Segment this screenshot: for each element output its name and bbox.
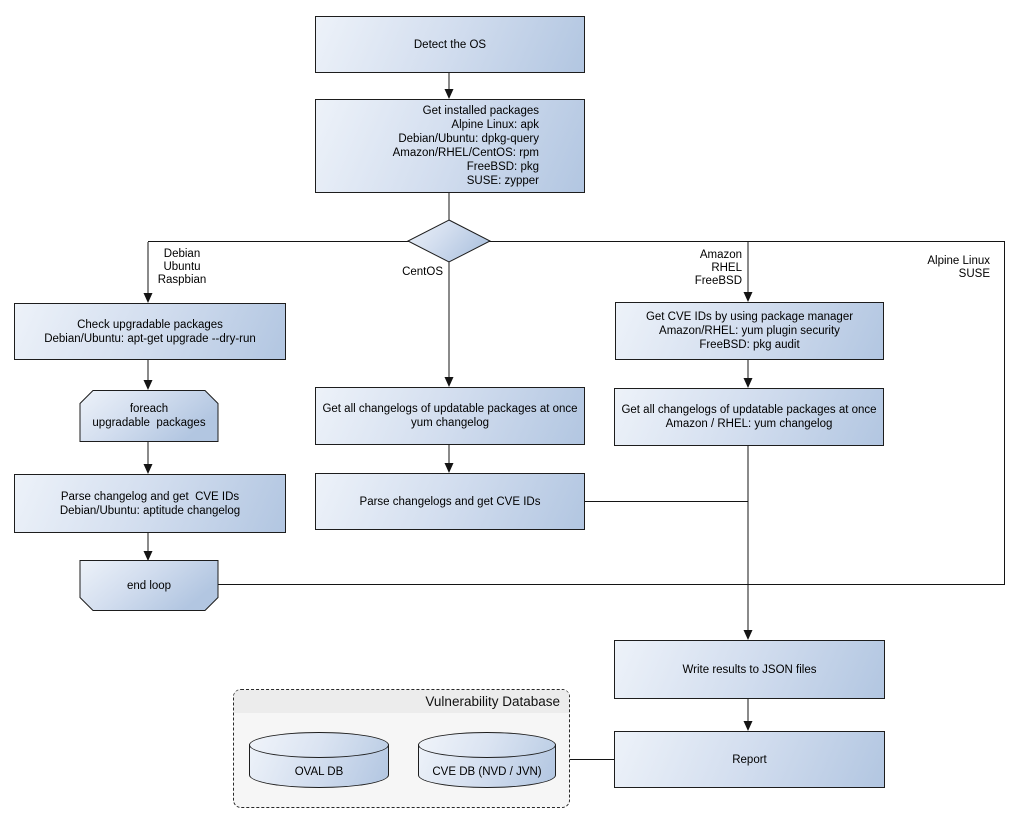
node-parse-changelog-deb-label: Parse changelog and get CVE IDs Debian/U… — [59, 490, 241, 517]
node-get-changelogs-centos-label: Get all changelogs of updatable packages… — [322, 403, 578, 429]
node-write-json: Write results to JSON files — [614, 640, 885, 699]
node-report: Report — [614, 731, 885, 788]
edge-label-amazon-branch: Amazon RHEL FreeBSD — [694, 249, 742, 287]
node-get-installed-packages-label: Get installed packages Alpine Linux: apk… — [392, 105, 539, 187]
node-parse-changelog-deb: Parse changelog and get CVE IDs Debian/U… — [14, 474, 286, 533]
node-check-upgradable: Check upgradable packages Debian/Ubuntu:… — [14, 303, 286, 360]
node-get-changelogs-centos: Get all changelogs of updatable packages… — [315, 387, 585, 445]
node-get-cve-ids-pkg-mgr: Get CVE IDs by using package manager Ama… — [615, 302, 884, 360]
edge-label-alpine-branch: Alpine Linux SUSE — [927, 255, 990, 280]
cve-db-cylinder: CVE DB (NVD / JVN) — [418, 732, 556, 788]
node-get-changelogs-amazon-label: Get all changelogs of updatable packages… — [621, 404, 877, 430]
node-detect-os: Detect the OS — [315, 16, 585, 73]
node-foreach-loop: foreach upgradable packages — [80, 391, 218, 441]
loop-start-shape — [79, 390, 219, 442]
cve-db-cylinder-top — [418, 732, 556, 758]
node-write-json-label: Write results to JSON files — [682, 663, 817, 676]
node-report-label: Report — [732, 753, 767, 766]
oval-db-cylinder-top — [249, 732, 389, 758]
node-get-installed-packages: Get installed packages Alpine Linux: apk… — [315, 99, 585, 193]
node-end-loop-label: end loop — [126, 579, 172, 592]
vulnerability-database-panel: Vulnerability Database OVAL DB CVE DB (N… — [233, 689, 570, 808]
node-foreach-loop-label: foreach upgradable packages — [92, 403, 206, 429]
edge-label-debian-branch: Debian Ubuntu Raspbian — [157, 248, 207, 286]
node-parse-changelogs-centos-label: Parse changelogs and get CVE IDs — [359, 495, 541, 508]
node-end-loop: end loop — [80, 561, 218, 610]
vulnerability-database-header: Vulnerability Database — [234, 690, 569, 713]
edge-label-centos-branch: CentOS — [402, 266, 443, 278]
node-get-changelogs-amazon: Get all changelogs of updatable packages… — [614, 388, 884, 446]
node-parse-changelogs-centos: Parse changelogs and get CVE IDs — [315, 473, 585, 530]
oval-db-label: OVAL DB — [294, 766, 344, 778]
vulnerability-database-title: Vulnerability Database — [425, 694, 560, 709]
decision-diamond-shape — [406, 219, 492, 263]
node-detect-os-label: Detect the OS — [413, 38, 487, 51]
loop-end-shape — [79, 560, 219, 611]
cve-db-label: CVE DB (NVD / JVN) — [432, 766, 542, 778]
node-check-upgradable-label: Check upgradable packages Debian/Ubuntu:… — [44, 318, 256, 345]
node-get-cve-ids-pkg-mgr-label: Get CVE IDs by using package manager Ama… — [645, 311, 854, 351]
oval-db-cylinder: OVAL DB — [249, 732, 389, 788]
